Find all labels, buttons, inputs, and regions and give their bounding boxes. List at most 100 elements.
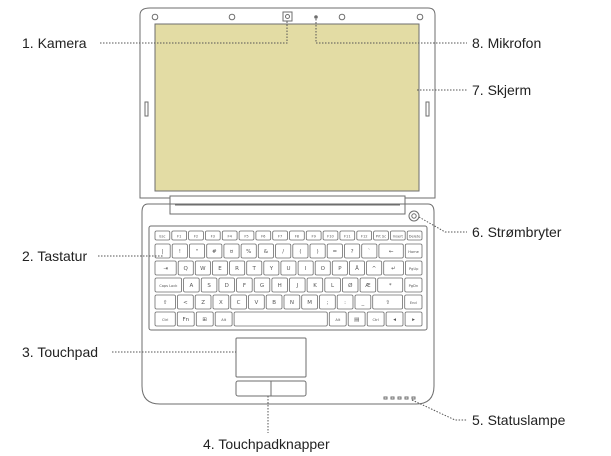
leader-mikrofon <box>315 19 467 44</box>
keyboard-area <box>148 225 428 331</box>
callout-touchpad: 3. Touchpad <box>22 344 99 360</box>
key-label: F10 <box>327 235 334 239</box>
callout-touchpadknapper: 4. Touchpadknapper <box>203 436 330 452</box>
kamera-icon <box>282 11 293 22</box>
key-label: Ø <box>348 282 353 289</box>
key <box>319 294 336 310</box>
key-label: W <box>200 266 206 272</box>
key <box>194 294 212 310</box>
key-label: ; <box>326 300 328 306</box>
leader-lines <box>98 19 467 433</box>
key-label: PgDn <box>409 284 419 288</box>
key <box>354 294 372 310</box>
key-label: F1 <box>177 235 181 239</box>
key-label: U <box>286 266 290 272</box>
key-label: G <box>260 283 264 289</box>
key <box>301 294 318 310</box>
key-label: F <box>243 283 246 289</box>
key-label: E <box>218 266 222 272</box>
key-label: ) <box>317 249 319 255</box>
key <box>272 230 288 241</box>
key <box>154 311 176 327</box>
callout-strombryter: 6. Strømbryter <box>472 224 562 240</box>
key <box>246 260 263 276</box>
key-label: PgUp <box>409 267 419 271</box>
key <box>176 311 195 327</box>
key <box>154 294 176 310</box>
key-label: F2 <box>194 235 198 239</box>
touchpad-surface <box>235 337 307 378</box>
key-label: < <box>183 300 188 306</box>
key-label: F12 <box>361 235 368 239</box>
key <box>211 260 228 276</box>
key <box>344 243 361 259</box>
key <box>206 243 223 259</box>
key-label: Insert <box>393 235 404 239</box>
key-label: | <box>162 249 164 255</box>
key <box>361 243 378 259</box>
key <box>280 260 297 276</box>
key-label: X <box>219 300 223 306</box>
key <box>177 294 194 310</box>
leader-kamera <box>100 21 288 44</box>
key <box>271 277 288 293</box>
key-label: ! <box>179 249 181 255</box>
key <box>236 277 253 293</box>
key <box>366 260 383 276</box>
key <box>404 311 423 327</box>
key-label: = <box>332 249 337 255</box>
key-label: F7 <box>278 235 282 239</box>
key-label: _ <box>361 300 365 306</box>
key <box>204 230 221 241</box>
key-label: : <box>344 300 346 306</box>
key-label: ¤ <box>230 249 234 255</box>
key-label: O <box>321 266 326 272</box>
key <box>200 277 218 293</box>
key-label: Home <box>408 250 419 254</box>
key-label: ⇧ <box>163 299 168 306</box>
key-label: ⊞ <box>202 317 207 323</box>
key <box>248 294 265 310</box>
key <box>292 243 309 259</box>
key <box>326 243 343 259</box>
key-label: P <box>338 266 342 272</box>
key-label: N <box>290 300 294 306</box>
key-label: F9 <box>312 235 317 239</box>
key-label: ▤ <box>354 317 359 323</box>
lid-latch <box>144 101 149 117</box>
key-label: " <box>196 249 199 255</box>
key-label: H <box>278 283 282 289</box>
skjerm-panel <box>154 23 420 192</box>
key <box>385 311 404 327</box>
lid-screw <box>151 13 159 21</box>
key <box>297 260 314 276</box>
key <box>383 260 404 276</box>
key <box>289 277 306 293</box>
key-label: ◂ <box>393 317 396 323</box>
key-label: Prt Sc <box>376 235 386 239</box>
key <box>389 230 406 241</box>
key-label: Z <box>201 300 205 306</box>
key <box>194 260 211 276</box>
key-label: ( <box>299 249 301 255</box>
key <box>257 243 274 259</box>
kamera-lens <box>285 14 290 19</box>
key-label: Delete <box>409 235 422 239</box>
key <box>218 277 235 293</box>
callout-tastatur: 2. Tastatur <box>22 248 88 264</box>
key-label: Æ <box>365 283 370 289</box>
key-label: ← <box>389 249 394 255</box>
key <box>188 243 205 259</box>
key <box>177 260 194 276</box>
key-label: F8 <box>295 235 300 239</box>
callout-skjerm: 7. Skjerm <box>472 82 532 98</box>
key <box>377 277 404 293</box>
key <box>238 230 255 241</box>
key-label: ` <box>368 249 371 255</box>
key <box>171 243 188 259</box>
key <box>331 260 348 276</box>
key-label: I <box>305 266 307 272</box>
key <box>404 294 423 310</box>
key-label: J <box>295 283 298 289</box>
